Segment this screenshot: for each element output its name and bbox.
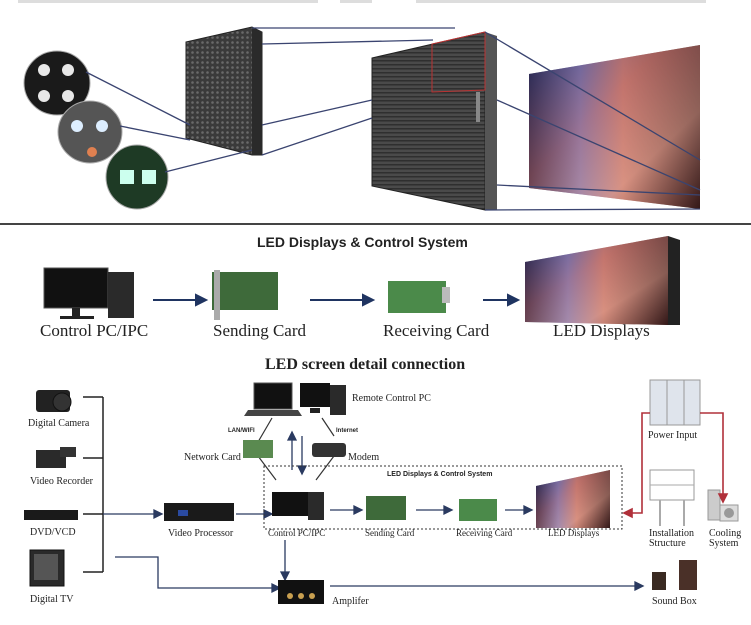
- lan-wifi-label: LAN/WIFI: [228, 428, 255, 434]
- network-card-label: Network Card: [184, 452, 241, 463]
- basic-flow-arrows: [153, 293, 521, 307]
- detail-arrows: [103, 430, 645, 594]
- installation-label-1: Installation: [649, 528, 694, 539]
- cooling-label-2: System: [709, 538, 739, 549]
- power-input-label: Power Input: [648, 430, 698, 441]
- video-processor-label: Video Processor: [168, 528, 234, 539]
- cooling-label-1: Cooling: [709, 528, 742, 539]
- source-digital-tv: Digital TV: [30, 594, 74, 605]
- system-box-title: LED Displays & Control System: [387, 471, 493, 478]
- network-lines: [257, 417, 335, 481]
- system-node-receiving-card: Receiving Card: [456, 528, 513, 538]
- power-lines: [622, 412, 729, 519]
- installation-label-2: Structure: [649, 538, 686, 549]
- source-digital-camera: Digital Camera: [28, 418, 90, 429]
- basic-flow-title: LED Displays & Control System: [257, 234, 468, 250]
- source-bus-lines: [83, 396, 104, 573]
- basic-node-sending-card: Sending Card: [213, 321, 307, 340]
- top-bar-mid: [340, 0, 372, 3]
- detail-flow-title: LED screen detail connection: [265, 356, 466, 373]
- source-devices: [24, 390, 78, 587]
- internet-label: Internet: [336, 428, 359, 434]
- amplifier-label: Amplifer: [332, 596, 369, 607]
- top-bar-left: [18, 0, 318, 3]
- led-pixel-zoom-circles: [23, 50, 169, 210]
- modem-label: Modem: [348, 452, 380, 463]
- led-screen-photo: [529, 45, 700, 209]
- system-node-led-displays: LED Displays: [548, 528, 600, 538]
- source-video-recorder: Video Recorder: [30, 476, 93, 487]
- led-cabinet: [371, 31, 497, 211]
- system-node-control-pc: Control PC/IPC: [268, 528, 326, 538]
- system-node-sending-card: Sending Card: [365, 528, 415, 538]
- basic-node-control-pc: Control PC/IPC: [40, 321, 149, 340]
- source-dvd-vcd: DVD/VCD: [30, 527, 76, 538]
- basic-node-receiving-card: Receiving Card: [383, 321, 490, 340]
- basic-flow-graphics: [43, 236, 680, 325]
- led-module-panel: [185, 26, 263, 156]
- remote-control-pc-label: Remote Control PC: [352, 393, 431, 404]
- sound-box-label: Sound Box: [652, 596, 697, 607]
- network-devices: [164, 379, 739, 604]
- projection-lines: [85, 27, 701, 211]
- basic-node-led-displays: LED Displays: [553, 321, 650, 340]
- top-bar-right: [416, 0, 706, 3]
